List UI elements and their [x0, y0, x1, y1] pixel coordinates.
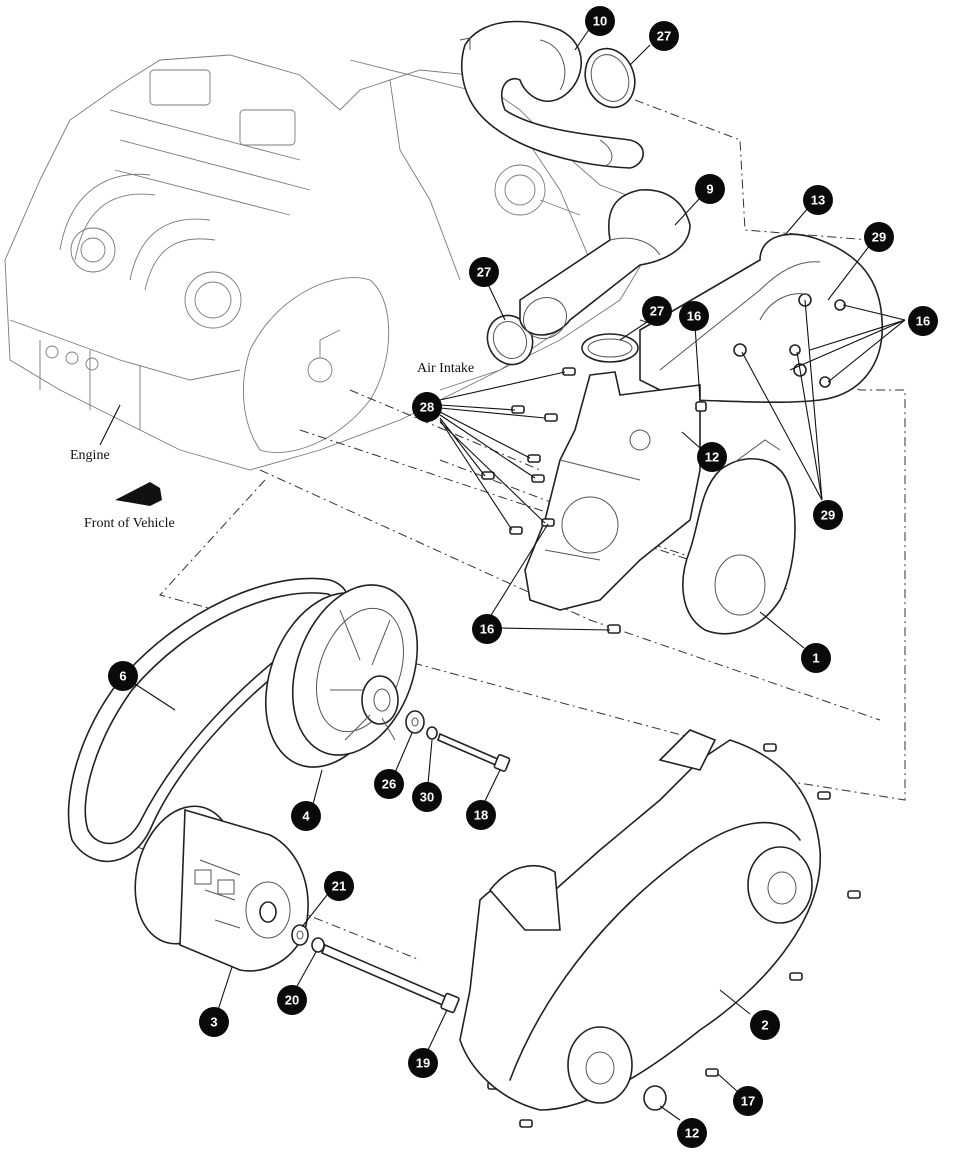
- svg-text:6: 6: [119, 669, 126, 684]
- callout-26: 26: [374, 769, 404, 799]
- callout-27-top: 27: [649, 21, 679, 51]
- front-of-vehicle-label: Front of Vehicle: [84, 516, 175, 531]
- belt-guard-1: [682, 439, 796, 635]
- washer-26: [405, 710, 425, 734]
- plug-12-lower: [643, 1085, 667, 1111]
- svg-text:13: 13: [811, 193, 825, 208]
- callout-3: 3: [199, 1007, 229, 1037]
- svg-text:3: 3: [210, 1015, 217, 1030]
- svg-text:1: 1: [812, 651, 819, 666]
- bolt-19: [320, 943, 460, 1014]
- callout-12-upper: 12: [697, 442, 727, 472]
- svg-text:21: 21: [332, 879, 346, 894]
- svg-text:16: 16: [916, 314, 930, 329]
- intake-duct-upper: [459, 20, 644, 169]
- svg-text:18: 18: [474, 808, 488, 823]
- callout-4: 4: [291, 801, 321, 831]
- callout-27-middle: 27: [642, 296, 672, 326]
- svg-text:12: 12: [685, 1126, 699, 1141]
- svg-text:27: 27: [650, 304, 664, 319]
- svg-text:27: 27: [657, 29, 671, 44]
- svg-text:30: 30: [420, 790, 434, 805]
- engine-label: Engine: [70, 448, 110, 463]
- air-intake-label: Air Intake: [417, 361, 474, 376]
- callout-19: 19: [408, 1048, 438, 1078]
- callout-27-left: 27: [469, 257, 499, 287]
- callout-9: 9: [695, 174, 725, 204]
- callout-18: 18: [466, 800, 496, 830]
- callout-13: 13: [803, 185, 833, 215]
- svg-text:19: 19: [416, 1056, 430, 1071]
- svg-text:29: 29: [821, 508, 835, 523]
- clamp-27-top: [584, 47, 636, 109]
- svg-text:2: 2: [761, 1018, 768, 1033]
- intake-tube: [519, 189, 691, 340]
- bolt-18: [437, 732, 511, 772]
- svg-text:9: 9: [706, 182, 713, 197]
- svg-text:16: 16: [687, 309, 701, 324]
- washer-30: [426, 726, 438, 740]
- washer-20: [311, 937, 325, 953]
- svg-text:17: 17: [741, 1094, 755, 1109]
- callout-29-lower: 29: [813, 500, 843, 530]
- front-arrow-icon: [115, 482, 162, 506]
- callout-16-lower: 16: [472, 614, 502, 644]
- svg-text:26: 26: [382, 777, 396, 792]
- svg-text:29: 29: [872, 230, 886, 245]
- callout-10: 10: [585, 6, 615, 36]
- driven-clutch-4: [264, 584, 419, 768]
- drive-clutch-3: [134, 805, 309, 972]
- callout-28: 28: [412, 392, 442, 422]
- washer-21: [291, 924, 309, 946]
- inner-housing-13: [639, 233, 883, 404]
- engine-assembly: [4, 54, 651, 471]
- callout-16-upper: 16: [679, 301, 709, 331]
- back-plate: [524, 371, 701, 611]
- callout-29-top: 29: [864, 222, 894, 252]
- svg-text:4: 4: [302, 809, 310, 824]
- callout-2: 2: [750, 1010, 780, 1040]
- svg-text:20: 20: [285, 993, 299, 1008]
- clamp-27-middle: [581, 333, 639, 363]
- leader-lines: [134, 27, 906, 1121]
- callout-16-right: 16: [908, 306, 938, 336]
- svg-text:27: 27: [477, 265, 491, 280]
- outer-cover-2: [459, 729, 821, 1111]
- svg-text:10: 10: [593, 14, 607, 29]
- callout-1: 1: [801, 643, 831, 673]
- svg-text:16: 16: [480, 622, 494, 637]
- svg-text:12: 12: [705, 450, 719, 465]
- callout-17: 17: [733, 1086, 763, 1116]
- callout-21: 21: [324, 871, 354, 901]
- callout-20: 20: [277, 985, 307, 1015]
- callout-6: 6: [108, 661, 138, 691]
- callout-30: 30: [412, 782, 442, 812]
- svg-text:28: 28: [420, 400, 434, 415]
- callout-12-lower: 12: [677, 1118, 707, 1148]
